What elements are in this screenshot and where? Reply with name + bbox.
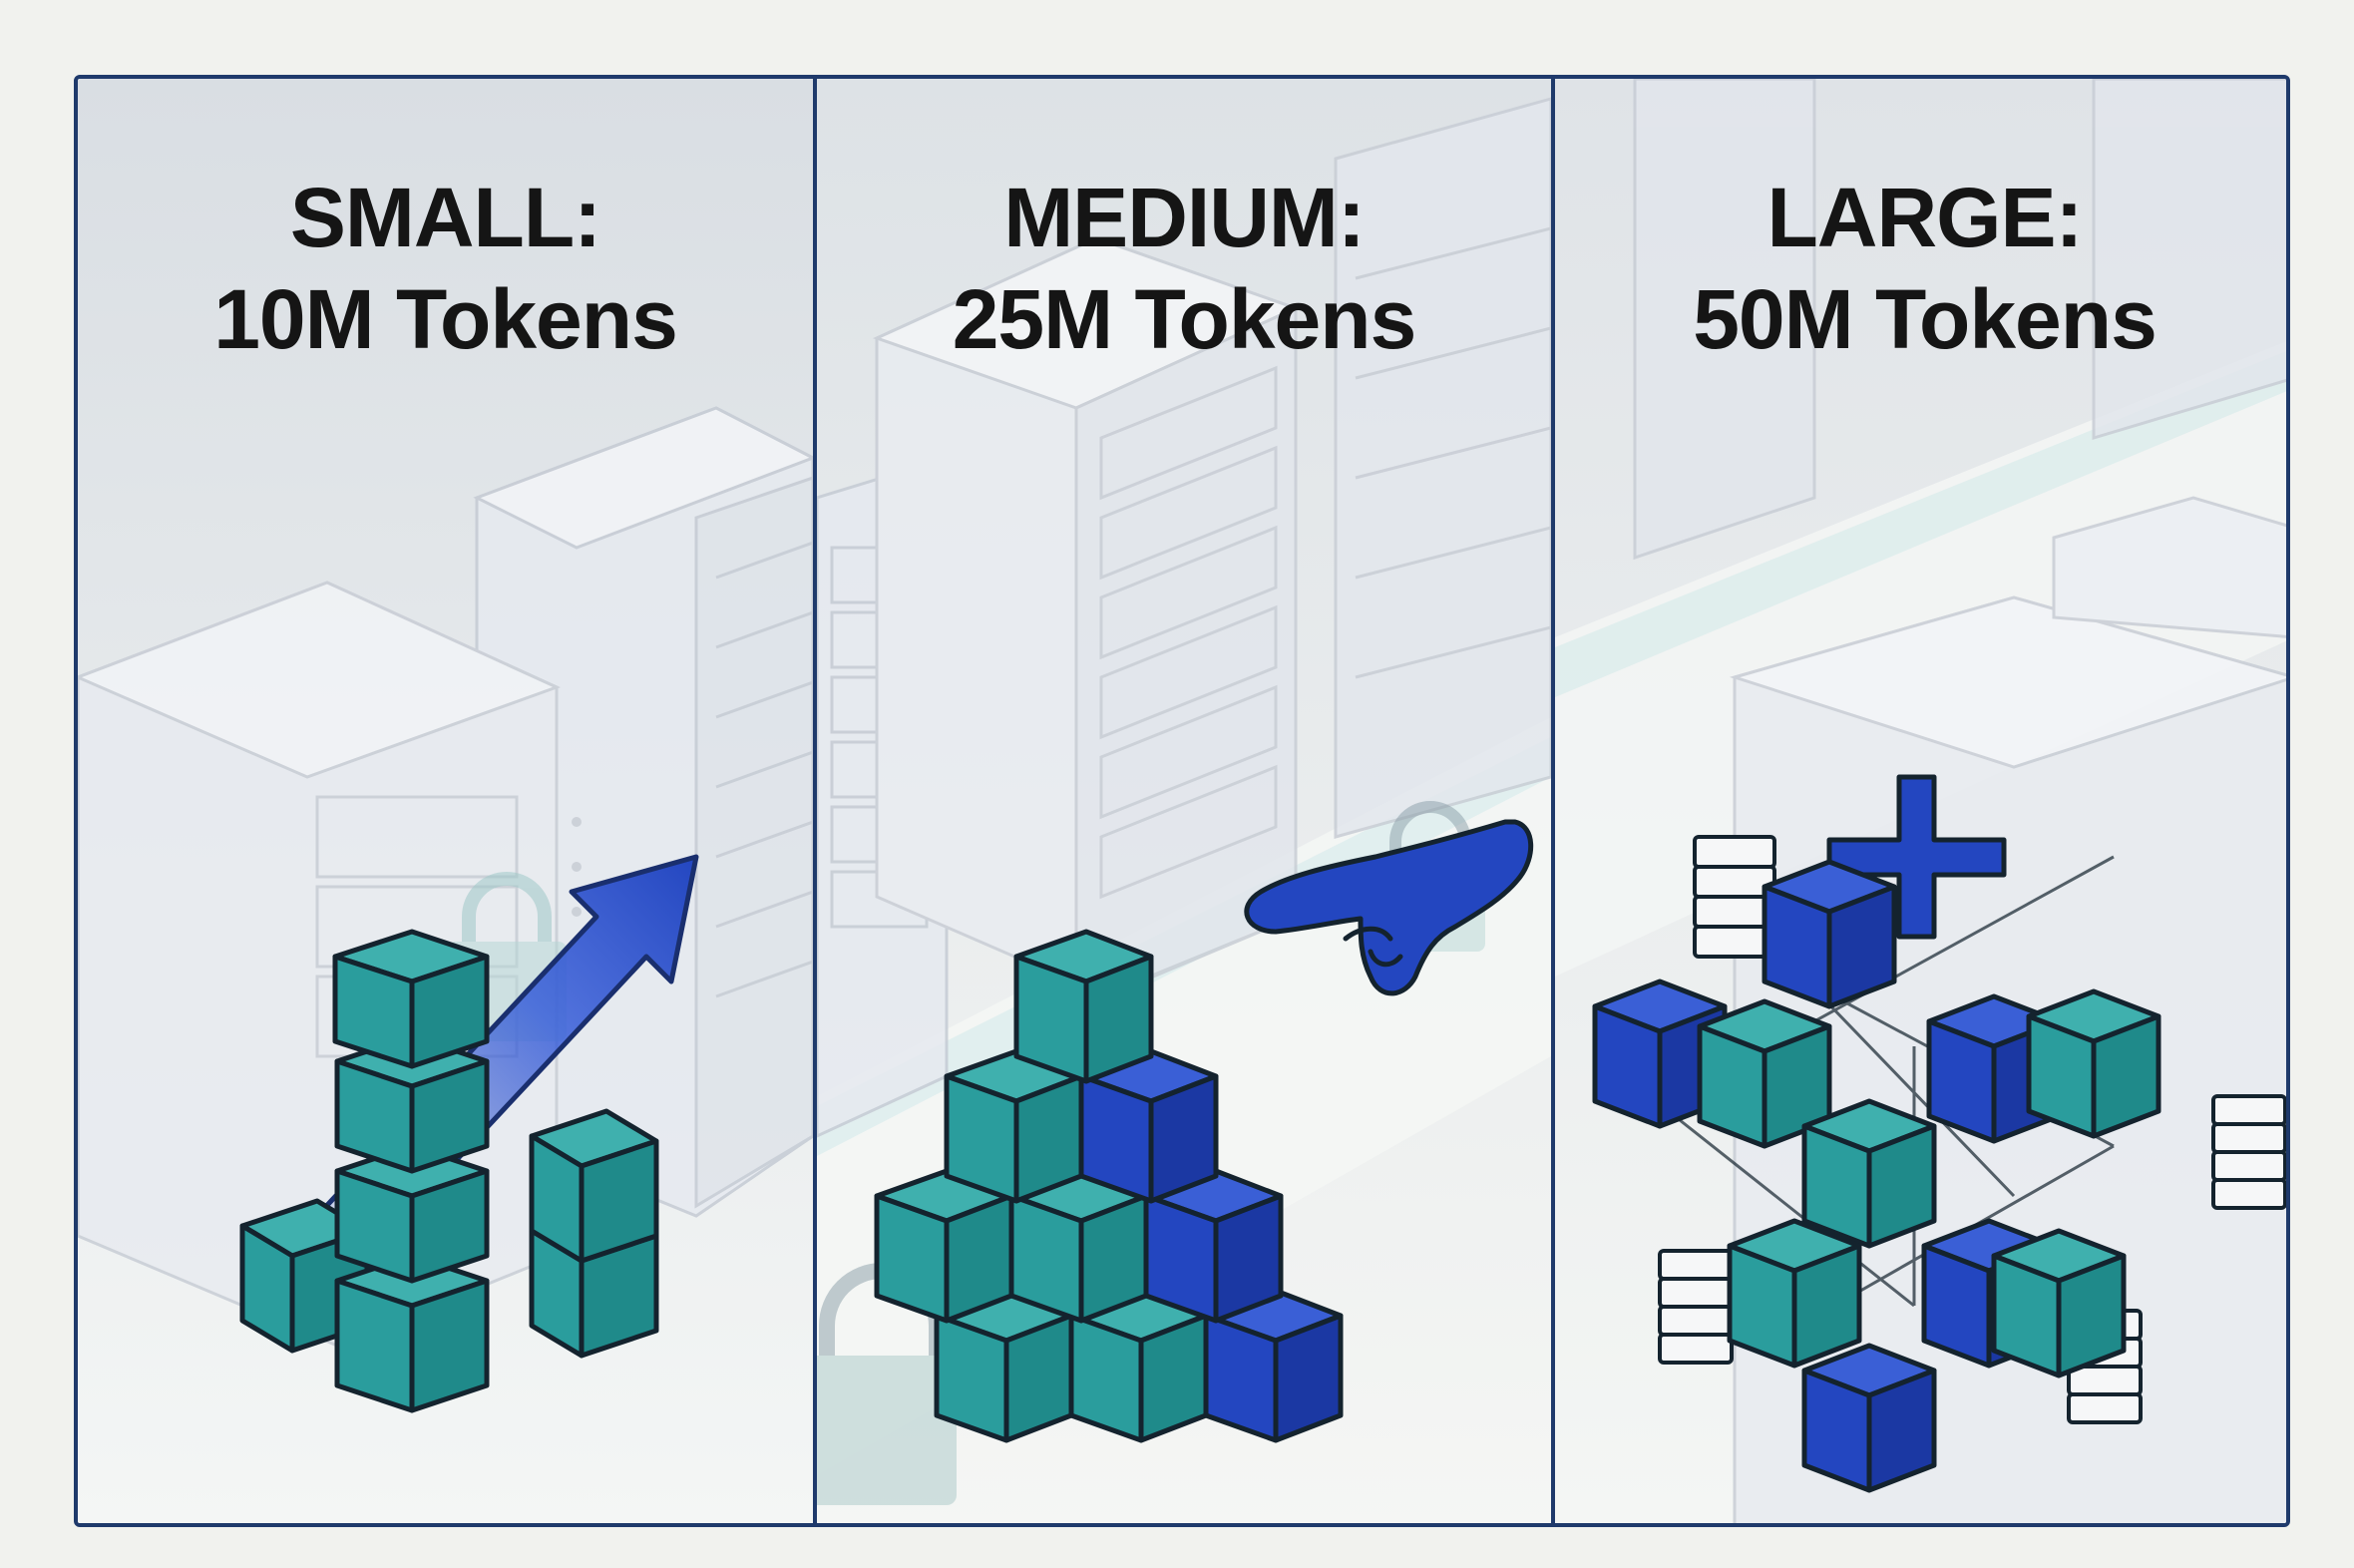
server-rack-background: [817, 97, 1551, 1138]
pointing-hand-icon: [1244, 819, 1534, 996]
small-tier-panel: SMALL: 10M Tokens: [78, 79, 813, 1523]
small-tier-illustration: [78, 79, 813, 1523]
large-tier-heading: LARGE:: [1766, 171, 2084, 264]
medium-tier-heading: MEDIUM:: [1003, 171, 1366, 264]
server-rack-background: [1633, 79, 2286, 1523]
small-tier-heading: SMALL:: [289, 171, 601, 264]
medium-tier-panel: MEDIUM: 25M Tokens: [817, 79, 1551, 1523]
large-tier-panel: LARGE: 50M Tokens: [1555, 79, 2286, 1523]
medium-tier-illustration: [817, 79, 1551, 1523]
cube-stack-icon: [239, 929, 659, 1413]
panel-divider: [1551, 79, 1555, 1523]
cube-pyramid-icon: [874, 929, 1344, 1443]
large-tier-token-count: 50M Tokens: [1693, 272, 2158, 366]
medium-tier-title: MEDIUM: 25M Tokens: [817, 167, 1551, 370]
tier-comparison-frame: SMALL: 10M Tokens: [74, 75, 2290, 1527]
plus-icon: [1826, 774, 2007, 940]
small-tier-token-count: 10M Tokens: [213, 272, 678, 366]
medium-tier-token-count: 25M Tokens: [952, 272, 1417, 366]
cube-network-icon: [1592, 859, 2161, 1493]
large-tier-title: LARGE: 50M Tokens: [1555, 167, 2286, 370]
large-tier-illustration: [1555, 79, 2286, 1523]
panel-divider: [813, 79, 817, 1523]
small-tier-title: SMALL: 10M Tokens: [78, 167, 813, 370]
